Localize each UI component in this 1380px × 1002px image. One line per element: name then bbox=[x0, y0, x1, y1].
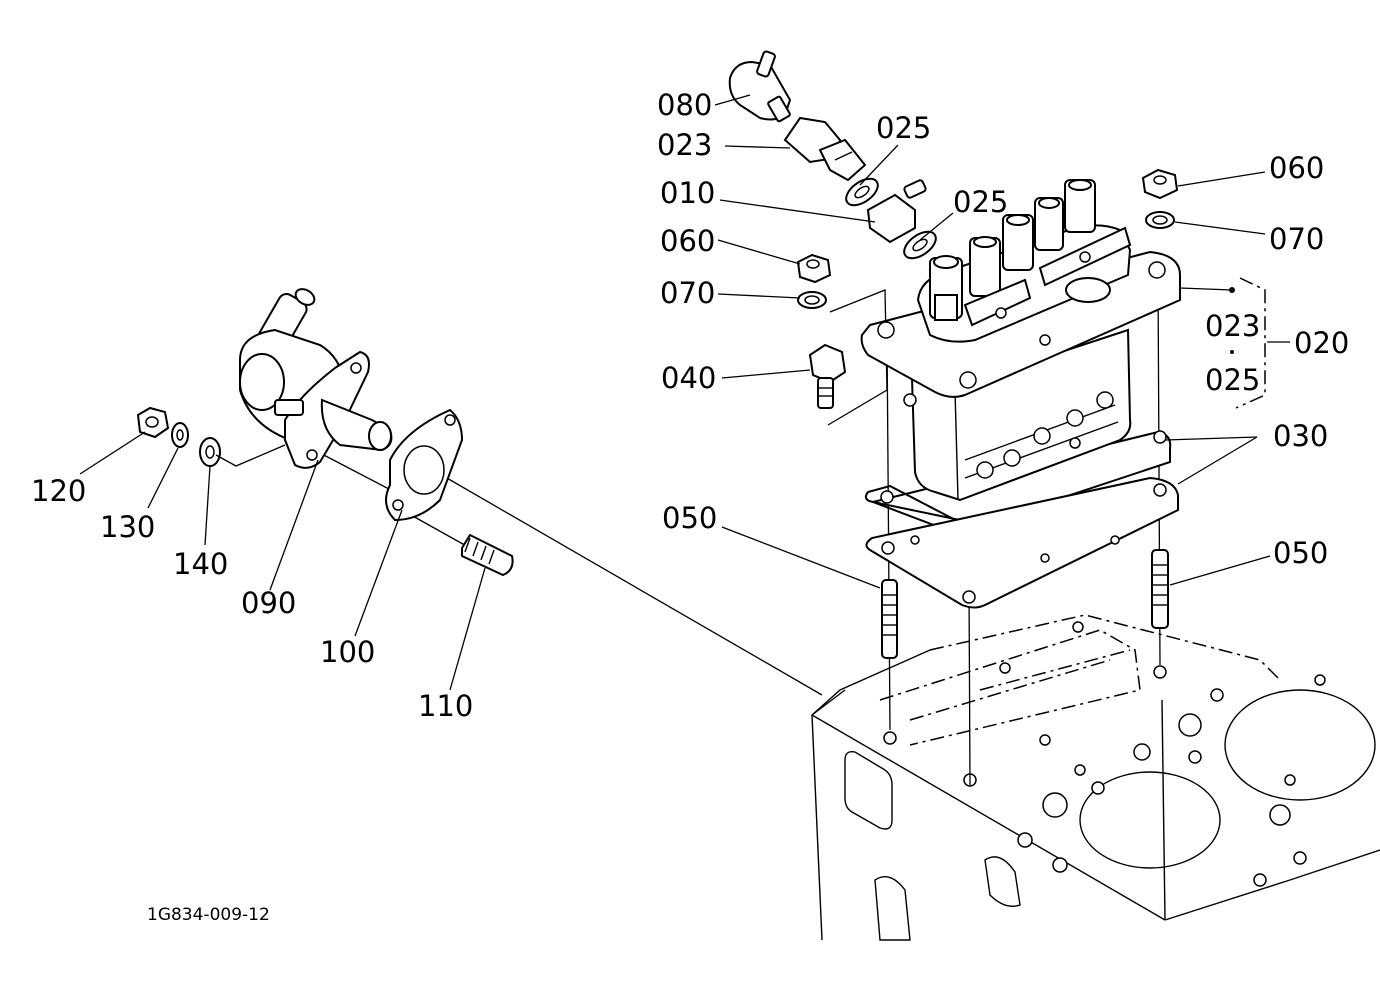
label-020: 020 bbox=[1294, 326, 1349, 360]
banjo-010 bbox=[866, 179, 927, 244]
part-labels: 080 023 025 010 025 060 070 040 060 070 … bbox=[31, 88, 1349, 723]
feed-pump-090 bbox=[239, 288, 393, 469]
spring-washer-130 bbox=[171, 422, 189, 448]
label-090: 090 bbox=[241, 586, 296, 620]
nut-060-left bbox=[796, 253, 832, 284]
label-025: 025 bbox=[953, 185, 1008, 219]
label-025: 025 bbox=[1205, 363, 1260, 397]
stud-050-left bbox=[881, 579, 898, 659]
delivery-valves bbox=[929, 179, 1096, 321]
label-030: 030 bbox=[1273, 419, 1328, 453]
label-140: 140 bbox=[173, 547, 228, 581]
callout-leaders bbox=[79, 94, 1290, 691]
label-023: 023 bbox=[657, 128, 712, 162]
bolt-040 bbox=[808, 343, 847, 409]
label-025: 025 bbox=[876, 111, 931, 145]
label-040: 040 bbox=[661, 361, 716, 395]
washer-025-a bbox=[845, 177, 879, 207]
label-080: 080 bbox=[657, 88, 712, 122]
label-010: 010 bbox=[660, 176, 715, 210]
injection-pump-020 bbox=[860, 179, 1181, 502]
washer-070-left bbox=[797, 291, 827, 309]
label-130: 130 bbox=[100, 510, 155, 544]
stud-110 bbox=[461, 533, 514, 577]
label-070: 070 bbox=[1269, 222, 1324, 256]
label-050: 050 bbox=[662, 501, 717, 535]
stud-050-right bbox=[1151, 549, 1169, 629]
overflow-fitting-080 bbox=[728, 50, 792, 123]
label-070: 070 bbox=[660, 276, 715, 310]
label-110: 110 bbox=[418, 689, 473, 723]
hollow-bolt-023 bbox=[783, 116, 867, 182]
diagram-code: 1G834-009-12 bbox=[147, 905, 270, 925]
engine-block bbox=[811, 614, 1380, 941]
washer-070-right bbox=[1145, 211, 1175, 229]
washer-025-b bbox=[903, 230, 937, 260]
label-023: 023 bbox=[1205, 309, 1260, 343]
nut-120 bbox=[136, 406, 170, 439]
label-050: 050 bbox=[1273, 536, 1328, 570]
label-120: 120 bbox=[31, 474, 86, 508]
gasket-100 bbox=[385, 408, 464, 522]
label-100: 100 bbox=[320, 635, 375, 669]
label-060: 060 bbox=[1269, 151, 1324, 185]
label-060: 060 bbox=[660, 224, 715, 258]
gasket-030-lower bbox=[865, 476, 1179, 609]
washer-140 bbox=[199, 437, 221, 467]
nut-060-right bbox=[1141, 168, 1179, 200]
